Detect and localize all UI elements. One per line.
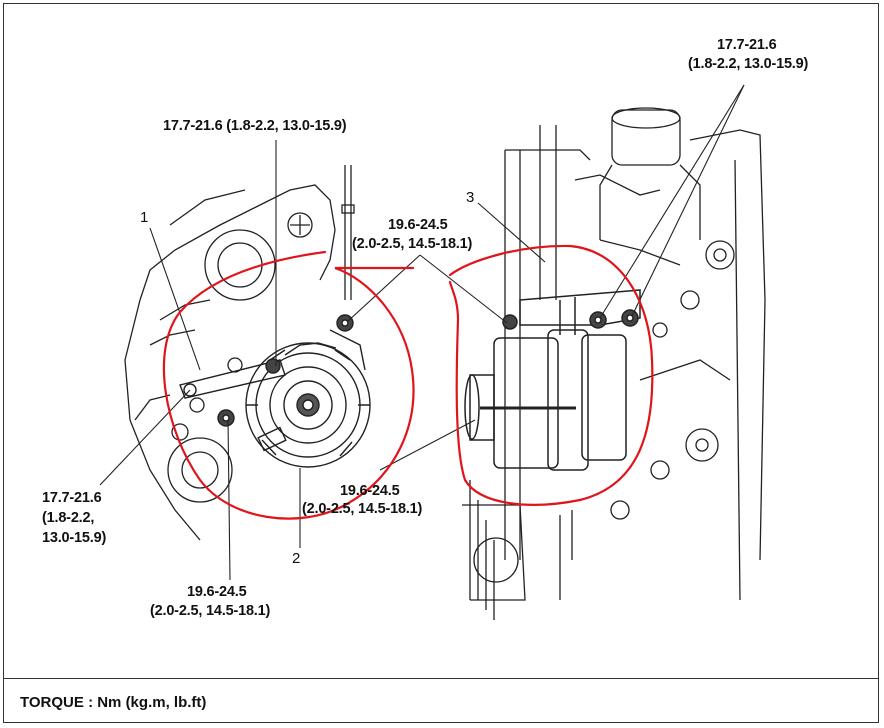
torque-label-bottom-sub: (2.0-2.5, 14.5-18.1): [150, 602, 270, 620]
footer-divider: [3, 678, 879, 679]
torque-unit-note: TORQUE : Nm (kg.m, lb.ft): [20, 694, 207, 711]
engine-block-right: [462, 107, 766, 620]
torque-conversion: (2.0-2.5, 14.5-18.1): [150, 603, 271, 619]
torque-label-top-right-sub: (1.8-2.2, 13.0-15.9): [688, 55, 808, 73]
alternator-right: [464, 289, 641, 471]
part-number-3: 3: [466, 189, 475, 206]
engine-block-left: [124, 165, 355, 541]
torque-label-middle-lower: 19.6-24.5: [340, 482, 400, 500]
part-number-2: 2: [292, 550, 301, 567]
part-number-1: 1: [140, 209, 149, 226]
torque-label-left: 17.7-21.6 (1.8-2.2, 13.0-15.9): [42, 489, 106, 547]
red-circle-annotations: [162, 244, 654, 520]
alternator-left: [179, 314, 371, 468]
torque-value: 17.7-21.6 (1.8-2.2, 13.0-15.9): [163, 118, 347, 134]
diagram-frame: [3, 3, 879, 723]
red-circle-left: [162, 250, 415, 520]
torque-label-middle-upper-sub: (2.0-2.5, 14.5-18.1): [352, 235, 472, 253]
torque-label-top-right: 17.7-21.6: [717, 36, 777, 54]
leader-lines: [99, 84, 745, 581]
torque-conversion-lbft: 13.0-15.9): [42, 530, 107, 546]
torque-conversion: (1.8-2.2, 13.0-15.9): [688, 56, 809, 72]
torque-value: 17.7-21.6: [717, 37, 777, 53]
torque-conversion: (2.0-2.5, 14.5-18.1): [302, 501, 423, 517]
torque-value: 19.6-24.5: [187, 584, 247, 600]
torque-label-top-center: 17.7-21.6 (1.8-2.2, 13.0-15.9): [163, 117, 347, 135]
torque-value: 17.7-21.6: [42, 490, 102, 506]
torque-label-bottom: 19.6-24.5: [187, 583, 247, 601]
torque-conversion: (2.0-2.5, 14.5-18.1): [352, 236, 473, 252]
torque-value: 19.6-24.5: [388, 217, 448, 233]
torque-label-middle-upper: 19.6-24.5: [388, 216, 448, 234]
torque-label-middle-lower-sub: (2.0-2.5, 14.5-18.1): [302, 500, 422, 518]
red-circle-right: [448, 244, 654, 506]
torque-value: 19.6-24.5: [340, 483, 400, 499]
torque-conversion-kgm: (1.8-2.2,: [42, 510, 95, 526]
